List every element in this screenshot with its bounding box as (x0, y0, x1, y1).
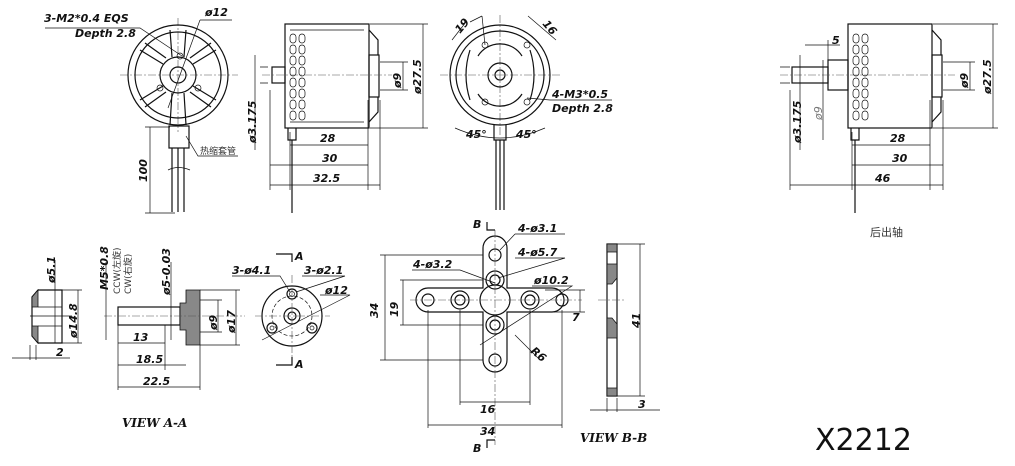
cooling-slot (298, 88, 306, 99)
thread-label: 4-M3*0.5 (551, 88, 608, 101)
cooling-slot (289, 99, 297, 110)
depth-label: Depth 2.8 (75, 27, 136, 40)
dim-34-vertical-label: 34 (368, 303, 381, 318)
dim-30-label: 30 (892, 152, 908, 165)
cooling-slot (298, 66, 306, 77)
dia-9-label: ø9 (391, 72, 404, 89)
dia-10-2-label: ø10.2 (533, 274, 569, 287)
holes-5-7-label: 4-ø5.7 (517, 246, 558, 259)
holes-3-2-label: 4-ø3.2 (412, 258, 453, 271)
dia-27-5-label: ø27.5 (411, 59, 424, 95)
cooling-slot (852, 44, 860, 55)
cooling-slot (298, 44, 306, 55)
cooling-slot (861, 88, 869, 99)
cooling-slot (289, 33, 297, 44)
cooling-slot (852, 88, 860, 99)
model-label: X2212 (815, 423, 912, 458)
dim-16-label: 16 (540, 18, 560, 38)
cooling-slot (852, 66, 860, 77)
holes-4-1-label: 3-ø4.1 (232, 264, 271, 277)
dim-32-5-label: 32.5 (313, 172, 340, 185)
dim-46-label: 46 (874, 172, 891, 185)
dim-28-label: 28 (890, 132, 906, 145)
dia-14-8-label: ø14.8 (67, 303, 80, 339)
cooling-slot (289, 77, 297, 88)
cooling-slot (852, 99, 860, 110)
cooling-slot (852, 77, 860, 88)
dim-28-label: 28 (320, 132, 336, 145)
dim-34-horizontal-label: 34 (480, 425, 495, 438)
thread-label: M5*0.8 (98, 246, 111, 290)
cooling-slot (861, 77, 869, 88)
cooling-slot (298, 99, 306, 110)
radius-label: R6 (528, 344, 549, 365)
ccw-label: CCW(左旋) (111, 248, 123, 295)
cooling-slot (852, 55, 860, 66)
view-a-a-caption: VIEW A-A (122, 416, 187, 430)
section-mark-top: B (473, 218, 481, 231)
rear-shaft-view: 5 ø9 ø3.175 28 30 46 ø9 ø27.5 后出轴 (780, 23, 998, 239)
cooling-slot (298, 110, 306, 121)
cooling-slot (289, 88, 297, 99)
cooling-slot (852, 33, 860, 44)
thread-label: 3-M2*0.4 EQS (44, 12, 129, 25)
dia-17-label: ø17 (225, 310, 238, 334)
dim-19-label: 19 (388, 301, 401, 317)
shaft-tolerance-label: ø5-0.03 (160, 248, 173, 296)
dim-13-label: 13 (133, 331, 149, 344)
holes-2-1-label: 3-ø2.1 (304, 264, 343, 277)
shaft-diameter-label: ø3.175 (791, 100, 804, 144)
cooling-slot (289, 66, 297, 77)
dia-5-1-label: ø5.1 (45, 256, 58, 284)
angle-right-label: 45° (515, 128, 537, 141)
cooling-slot (289, 110, 297, 121)
dia-9-label: ø9 (207, 314, 220, 331)
dia-9-label: ø9 (958, 72, 971, 89)
dia-12-label: ø12 (324, 284, 348, 297)
depth-label: Depth 2.8 (552, 102, 613, 115)
cooling-slot (861, 99, 869, 110)
shaft-diameter-label: ø3.175 (246, 100, 259, 144)
holes-3-1-label: 4-ø3.1 (517, 222, 557, 235)
view-b-b-caption: VIEW B-B (580, 431, 647, 445)
cw-label: CW(右旋) (122, 254, 134, 294)
dim-22-5-label: 22.5 (143, 375, 170, 388)
dim-16-label: 16 (480, 403, 496, 416)
cooling-slot (861, 66, 869, 77)
cooling-slot (298, 33, 306, 44)
dim-2-label: 2 (56, 346, 64, 359)
section-mark-bottom: A (294, 358, 304, 371)
lead-length-label: 100 (137, 159, 150, 182)
mount-face-view: 19 16 4-M3*0.5 Depth 2.8 45° 45° (440, 15, 613, 210)
dim-18-5-label: 18.5 (136, 353, 163, 366)
dim-41-label: 41 (630, 313, 643, 329)
side-view: ø3.175 28 30 32.5 ø9 ø27.5 (246, 23, 428, 213)
sleeve-label: 热缩套管 (200, 145, 236, 157)
rear-shaft-caption: 后出轴 (870, 225, 903, 239)
cooling-slot (289, 44, 297, 55)
cooling-slot (861, 55, 869, 66)
dim-7-label: 7 (572, 311, 580, 324)
cooling-slot (298, 77, 306, 88)
front-view: 3-M2*0.4 EQS Depth 2.8 ø12 热缩套管 100 (44, 6, 238, 214)
x-mount-view: B 4-ø3.1 4-ø3.2 4-ø5.7 ø10.2 34 19 7 R6 … (368, 218, 660, 455)
diameter-label: ø12 (204, 6, 228, 19)
cooling-slot (861, 44, 869, 55)
dim-30-label: 30 (322, 152, 338, 165)
cooling-slot (289, 55, 297, 66)
angle-left-label: 45° (465, 128, 487, 141)
dim-5-label: 5 (832, 34, 840, 47)
dim-19-label: 19 (452, 16, 472, 36)
section-mark-top: A (294, 250, 304, 263)
dia-27-5-label: ø27.5 (981, 59, 994, 95)
inner-dia-label: ø9 (812, 106, 825, 121)
cooling-slot (852, 110, 860, 121)
dim-3-label: 3 (638, 398, 646, 411)
cooling-slot (861, 33, 869, 44)
cooling-slot (861, 110, 869, 121)
cooling-slot (298, 55, 306, 66)
section-mark-bottom: B (473, 442, 481, 455)
prop-adapter-view: ø5.1 ø14.8 2 M5*0.8 CCW(左旋) CW(右旋) ø5-0.… (12, 246, 351, 430)
